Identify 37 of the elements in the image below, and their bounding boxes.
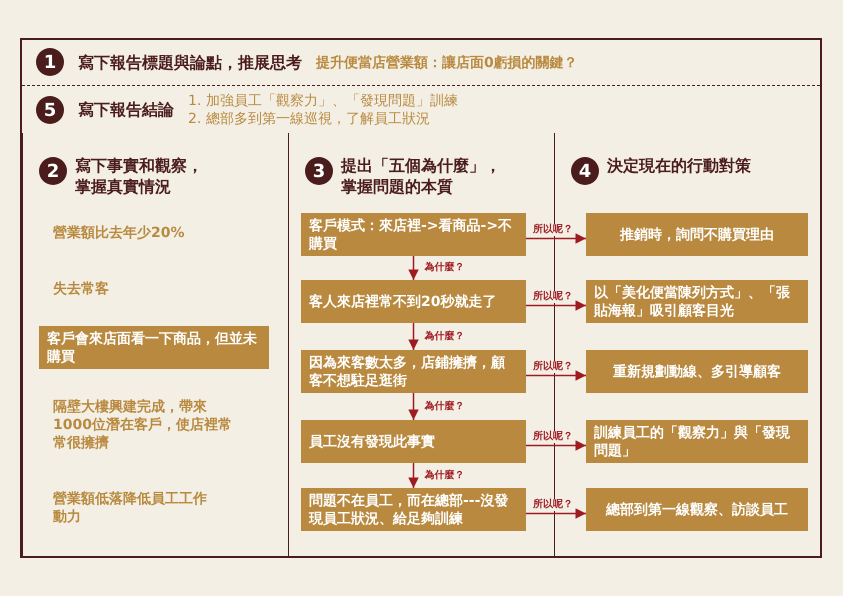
step-number: 1 <box>36 48 64 76</box>
fact-text: 失去常客 <box>53 280 273 298</box>
fact-text: 隔壁大樓興建完成，帶來1000位潛在客戶，使店裡常常很擁擠 <box>53 398 243 452</box>
text-box: 客人來店裡常不到20秒就走了 <box>301 280 526 323</box>
arrow <box>526 300 586 311</box>
text-box: 總部到第一線觀察、訪談員工 <box>586 488 808 531</box>
section-heading: 寫下報告結論 <box>78 99 174 120</box>
text-box: 問題不在員工，而在總部---沒發現員工狀況、給足夠訓練 <box>301 488 526 531</box>
text-box: 訓練員工的「觀察力」與「發現問題」 <box>586 420 808 463</box>
text-box: 以「美化便當陳列方式」、「張貼海報」吸引顧客目光 <box>586 280 808 323</box>
arrow <box>526 440 586 451</box>
arrow <box>408 323 419 350</box>
section-heading: 寫下報告標題與論點，推展思考 <box>78 52 302 73</box>
text-box: 員工沒有發現此事實 <box>301 420 526 463</box>
arrow <box>526 370 586 381</box>
step-number: 5 <box>36 96 64 124</box>
arrow <box>526 233 586 244</box>
arrow <box>408 463 419 488</box>
step-number: 2 <box>39 157 67 185</box>
text-box: 重新規劃動線、多引導顧客 <box>586 350 808 393</box>
conclusion-item: 2. 總部多到第一線巡視，了解員工狀況 <box>188 110 430 128</box>
step-number: 3 <box>305 157 333 185</box>
conclusion-item: 1. 加強員工「觀察力」、「發現問題」訓練 <box>188 92 458 110</box>
text-box: 客戶模式：來店裡->看商品->不購買 <box>301 213 526 256</box>
fact-text: 營業額比去年少20% <box>53 224 273 242</box>
text-box: 因為來客數太多，店鋪擁擠，顧客不想駐足逛街 <box>301 350 526 393</box>
fact-text: 營業額低落降低員工工作動力 <box>53 490 213 526</box>
column-heading: 決定現在的行動對策 <box>607 155 751 176</box>
text-box: 推銷時，詢問不購買理由 <box>586 213 808 256</box>
column-heading: 提出「五個為什麼」，掌握問題的本質 <box>341 155 502 197</box>
arrow <box>526 508 586 519</box>
column-heading: 寫下事實和觀察，掌握真實情況 <box>75 155 204 197</box>
arrow <box>408 393 419 420</box>
report-title: 提升便當店營業額：讓店面0虧損的關鍵？ <box>316 54 578 72</box>
arrow <box>408 256 419 280</box>
step-number: 4 <box>571 157 599 185</box>
text-box: 客戶會來店面看一下商品，但並未購買 <box>39 326 269 369</box>
